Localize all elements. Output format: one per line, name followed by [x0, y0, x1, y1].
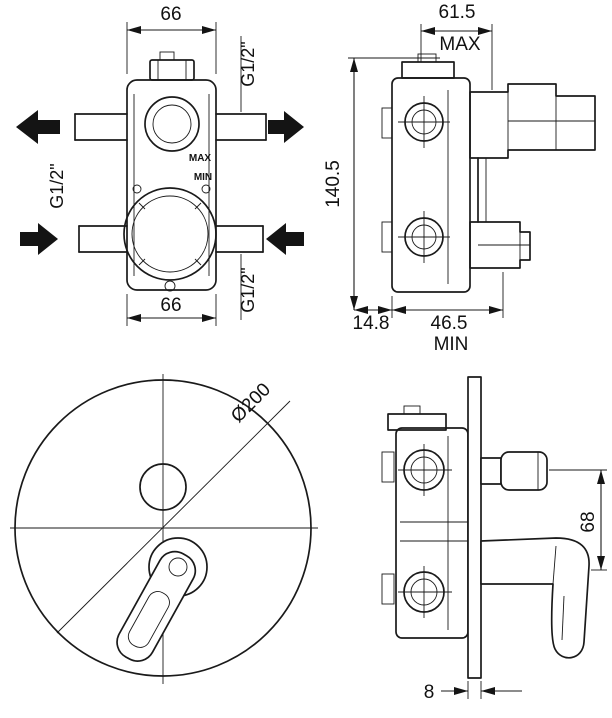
- escutcheon-plate-side: [467, 376, 482, 679]
- diverter-button-circle: [139, 463, 187, 511]
- dim-label-depth-max: 61.5: [439, 2, 476, 23]
- outlet-block-bottom: [469, 221, 531, 269]
- valve-body-front: [126, 51, 217, 292]
- view-side-rough: 61.5 MAX 140.5: [323, 2, 596, 355]
- dimension-depth-min: 14.8 46.5 MIN: [353, 272, 504, 355]
- dim-label-height: 140.5: [323, 160, 344, 208]
- handle-lever-side: [480, 537, 590, 659]
- port-label-left: G1/2": [47, 163, 67, 208]
- dimension-height: 140.5: [323, 57, 440, 310]
- dimension-bottom-width: 66: [126, 294, 217, 326]
- port-label-bottom-right: G1/2": [238, 267, 258, 312]
- view-side-trim: 68 8: [381, 376, 607, 703]
- label-min: MIN: [434, 334, 469, 355]
- inlet-outlet-pipes: [74, 113, 267, 253]
- label-max: MAX: [439, 34, 481, 55]
- body-label-min: MIN: [194, 172, 212, 183]
- flow-arrow-outlet-right-icon: [268, 111, 304, 143]
- dim-label-offset: 14.8: [353, 313, 390, 334]
- valve-body-side: [381, 53, 471, 293]
- port-label-top-right: G1/2": [238, 41, 258, 86]
- dim-label-depth-min: 46.5: [431, 313, 468, 334]
- cartridge-circle: [123, 187, 217, 281]
- diameter-leader-line: [56, 400, 291, 634]
- dim-label-handle-spacing: 68: [578, 511, 599, 532]
- escutcheon-plate-circle: [14, 379, 312, 677]
- view-front-rough: 66 MAX: [16, 4, 304, 326]
- dim-label-top-width: 66: [160, 4, 181, 25]
- dimension-top-width: 66: [126, 4, 217, 74]
- diverter-knob-side: [480, 451, 548, 491]
- handle-lever-front: [116, 537, 208, 662]
- outlet-block-top: [469, 83, 596, 159]
- flow-arrow-outlet-left-icon: [16, 110, 60, 144]
- body-label-max: MAX: [189, 153, 212, 164]
- top-port-circle: [144, 96, 200, 152]
- dimension-depth-max: 61.5 MAX: [420, 2, 493, 90]
- flow-arrow-inlet-left-icon: [20, 223, 58, 255]
- dimension-plate-thickness: 8: [424, 681, 522, 703]
- dim-label-plate-thickness: 8: [424, 682, 435, 703]
- dimension-handle-spacing: 68: [549, 469, 607, 571]
- dim-label-bottom-width: 66: [160, 295, 181, 316]
- flow-arrow-inlet-right-icon: [266, 223, 304, 255]
